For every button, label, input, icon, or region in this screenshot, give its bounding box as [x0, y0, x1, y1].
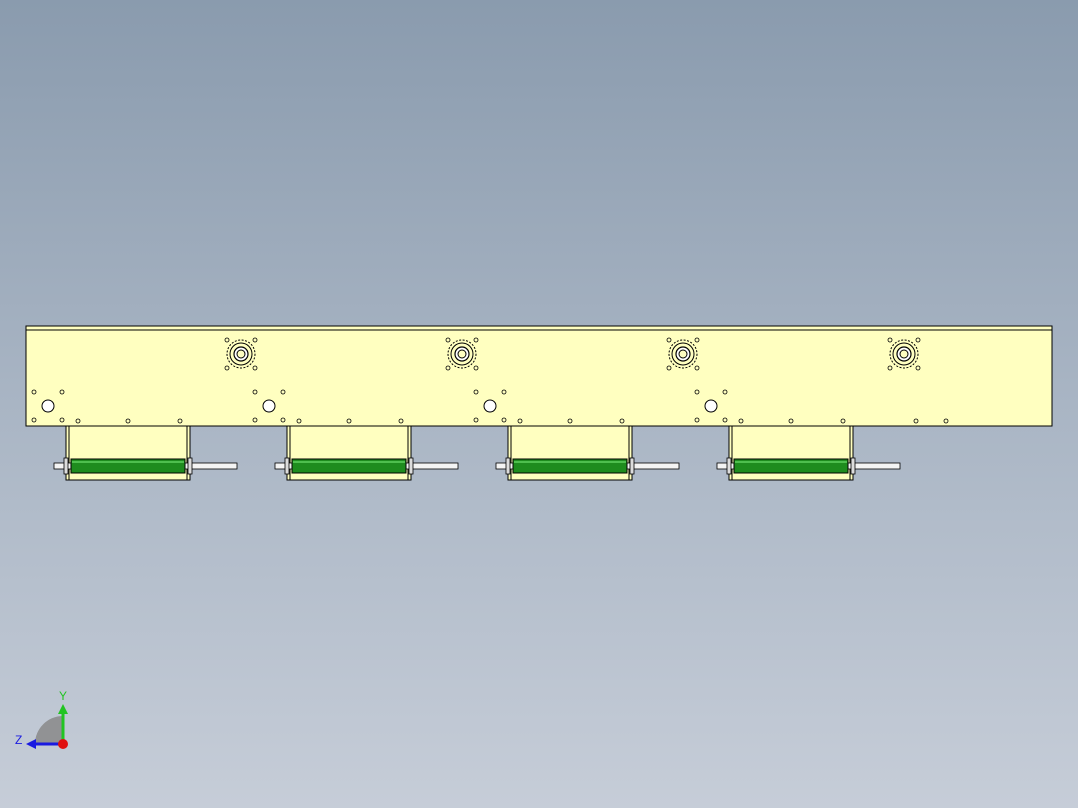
mounting-hole [694, 389, 700, 395]
frame-hole [398, 418, 404, 424]
mounting-hole [252, 365, 258, 371]
mounting-hole [473, 365, 479, 371]
frame-hole [346, 418, 352, 424]
mounting-hole [915, 365, 921, 371]
shaft-collar-right [629, 457, 635, 475]
sprocket-bore [899, 349, 909, 359]
mounting-hole [694, 365, 700, 371]
frame-hole [619, 418, 625, 424]
frame-hole [913, 418, 919, 424]
sprocket-bore [457, 349, 467, 359]
mounting-hole [666, 337, 672, 343]
mounting-hole [252, 337, 258, 343]
green-roller [733, 458, 849, 474]
mounting-hole [694, 417, 700, 423]
sprocket-bore [236, 349, 246, 359]
pass-through-hole [41, 399, 55, 413]
frame-hole [517, 418, 523, 424]
shaft-collar-left [505, 457, 511, 475]
z-axis-arrow [26, 739, 36, 749]
z-axis-label: Z [15, 733, 22, 747]
frame-hole [75, 418, 81, 424]
frame-hole [788, 418, 794, 424]
shaft-collar-left [726, 457, 732, 475]
y-axis-label: Y [59, 689, 67, 703]
mounting-hole [915, 337, 921, 343]
mounting-hole [473, 417, 479, 423]
mounting-hole [252, 417, 258, 423]
conveyor-assembly[interactable] [25, 325, 1053, 481]
side-frame-plate [25, 325, 1053, 427]
shaft-collar-left [63, 457, 69, 475]
mounting-hole [473, 389, 479, 395]
frame-hole [738, 418, 744, 424]
sprocket-bore [678, 349, 688, 359]
frame-hole [567, 418, 573, 424]
mounting-hole [722, 389, 728, 395]
shaft-collar-left [284, 457, 290, 475]
pass-through-hole [704, 399, 718, 413]
mounting-hole [445, 365, 451, 371]
green-roller [512, 458, 628, 474]
sprocket-teeth [889, 339, 919, 369]
shaft-collar-right [408, 457, 414, 475]
pass-through-hole [262, 399, 276, 413]
frame-hole [125, 418, 131, 424]
sprocket-teeth [226, 339, 256, 369]
frame-hole [840, 418, 846, 424]
mounting-hole [59, 389, 65, 395]
shaft-collar-right [850, 457, 856, 475]
mounting-hole [722, 417, 728, 423]
mounting-hole [280, 417, 286, 423]
mounting-hole [473, 337, 479, 343]
y-axis-arrow [58, 704, 68, 714]
mounting-hole [280, 389, 286, 395]
mounting-hole [694, 337, 700, 343]
mounting-hole [666, 365, 672, 371]
orientation-triad-icon: Y Z [15, 689, 68, 749]
frame-hole [296, 418, 302, 424]
mounting-hole [224, 365, 230, 371]
mounting-hole [887, 337, 893, 343]
mounting-hole [252, 389, 258, 395]
green-roller [70, 458, 186, 474]
mounting-hole [31, 389, 37, 395]
shaft-collar-right [187, 457, 193, 475]
sprocket-teeth [447, 339, 477, 369]
mounting-hole [501, 389, 507, 395]
triad-arc [35, 716, 63, 744]
mounting-hole [224, 337, 230, 343]
mounting-hole [445, 337, 451, 343]
frame-hole [943, 418, 949, 424]
mounting-hole [887, 365, 893, 371]
green-roller [291, 458, 407, 474]
sprocket-teeth [668, 339, 698, 369]
x-axis-origin [58, 739, 68, 749]
pass-through-hole [483, 399, 497, 413]
mounting-hole [31, 417, 37, 423]
frame-hole [177, 418, 183, 424]
mounting-hole [501, 417, 507, 423]
mounting-hole [59, 417, 65, 423]
